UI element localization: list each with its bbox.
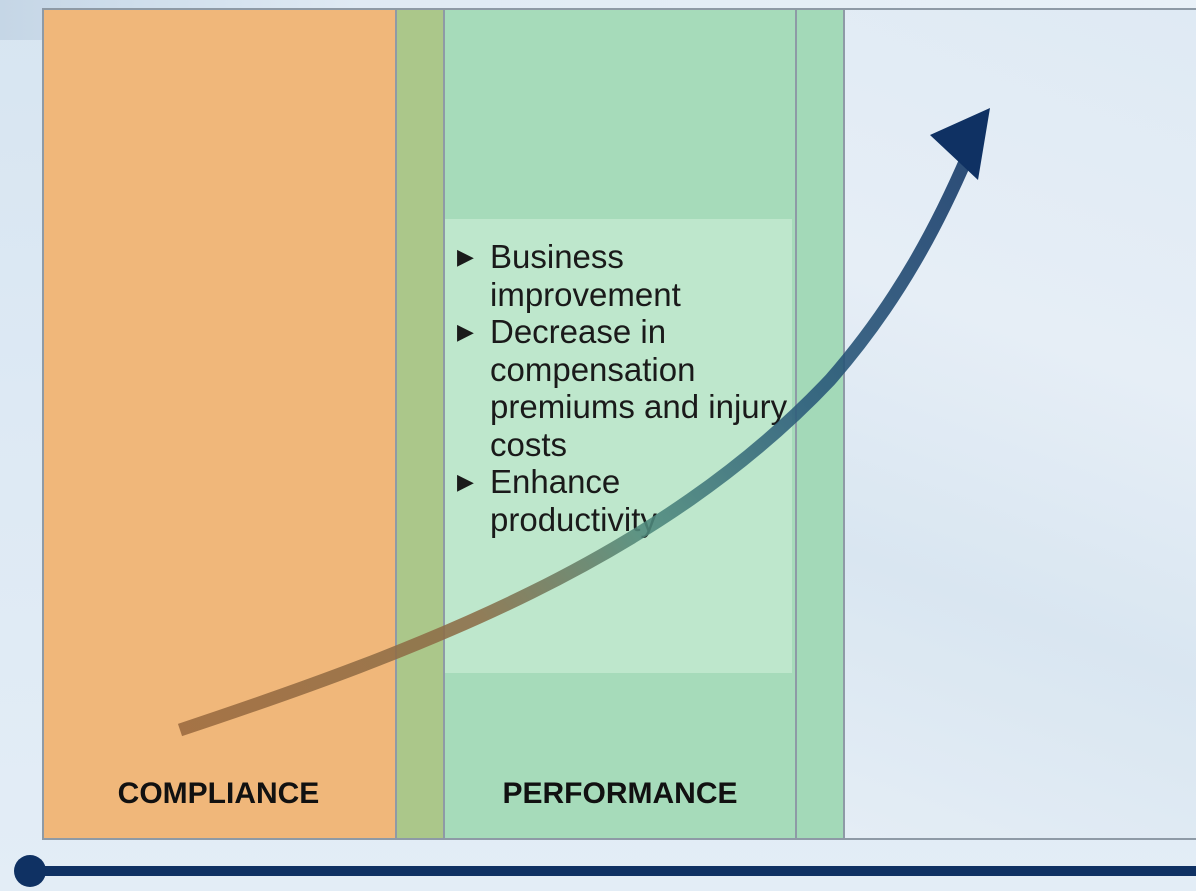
arrow-shaft	[177, 152, 974, 737]
list-item: ▶ Enhance productivity	[455, 463, 790, 538]
bullet-text: Business improvement	[490, 238, 681, 313]
timeline-start-dot-icon	[14, 855, 46, 887]
bullet-arrow-icon: ▶	[457, 319, 474, 344]
future-column	[845, 8, 1196, 840]
bullet-text: Decrease in compensation premiums and in…	[490, 313, 788, 463]
compliance-column	[42, 8, 395, 840]
transition-strip-1	[395, 8, 445, 840]
list-item: ▶ Decrease in compensation premiums and …	[455, 313, 790, 463]
compliance-label: COMPLIANCE	[117, 777, 320, 810]
bullet-arrow-icon: ▶	[457, 244, 474, 269]
performance-label: PERFORMANCE	[502, 777, 738, 810]
bullet-arrow-icon: ▶	[457, 469, 474, 494]
benefit-list: ▶ Business improvement ▶ Decrease in com…	[455, 238, 790, 538]
bullet-panel	[445, 219, 792, 673]
arrow-head	[930, 108, 990, 180]
timeline-bar	[30, 866, 1196, 876]
transition-strip-2	[795, 8, 845, 840]
bullet-text: Enhance productivity	[490, 463, 657, 538]
list-item: ▶ Business improvement	[455, 238, 790, 313]
